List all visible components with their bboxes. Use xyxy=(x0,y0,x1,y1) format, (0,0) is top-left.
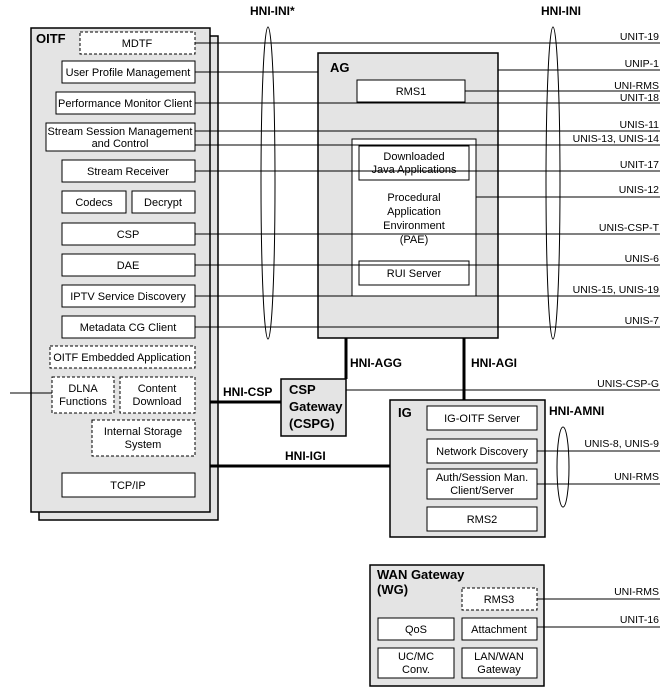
label-hni-ini-star: HNI-INI* xyxy=(250,4,295,18)
attachment-box xyxy=(461,617,538,641)
label-unis-12: UNIS-12 xyxy=(619,184,659,196)
hni-links xyxy=(210,338,466,468)
tcp-ip-box xyxy=(61,472,196,498)
ucmc-label-line2: Conv. xyxy=(402,664,430,676)
label-unis-csp-t: UNIS-CSP-T xyxy=(599,222,660,234)
label-unit-18: UNIT-18 xyxy=(620,92,659,104)
label-unis-13-14: UNIS-13, UNIS-14 xyxy=(573,133,660,145)
label-unis-6: UNIS-6 xyxy=(625,253,660,265)
stream-receiver-label: Stream Receiver xyxy=(87,166,169,178)
oitf-embedded-application-box xyxy=(49,345,196,369)
ag-title: AG xyxy=(330,60,350,75)
label-unip-1: UNIP-1 xyxy=(625,58,660,70)
label-hni-agg: HNI-AGG xyxy=(350,356,402,370)
interface-labels: UNIT-19 UNIP-1 UNI-RMS UNIT-18 UNIS-11 U… xyxy=(573,31,660,626)
dlna-functions-box xyxy=(51,376,115,414)
rms3-label: RMS3 xyxy=(484,594,515,606)
lanwan-gateway-box xyxy=(461,647,538,679)
internal-storage-label-line2: System xyxy=(125,439,162,451)
oitf-title: OITF xyxy=(36,31,66,46)
rui-server-label: RUI Server xyxy=(387,268,442,280)
label-unis-7: UNIS-7 xyxy=(625,315,660,327)
stream-session-label-line1: Stream Session Management xyxy=(48,126,193,138)
auth-session-label-line1: Auth/Session Man. xyxy=(436,472,528,484)
dlna-label-line1: DLNA xyxy=(68,383,98,395)
label-hni-csp: HNI-CSP xyxy=(223,385,272,399)
network-discovery-box xyxy=(426,438,538,464)
mdtf-label: MDTF xyxy=(122,38,153,50)
user-profile-management-label: User Profile Management xyxy=(66,67,191,79)
pae-label-line3: Environment xyxy=(383,220,445,232)
downloaded-java-box xyxy=(358,145,470,181)
label-unit-16: UNIT-16 xyxy=(620,614,659,626)
label-hni-igi: HNI-IGI xyxy=(285,449,326,463)
csp-label: CSP xyxy=(117,229,140,241)
cspg-label-line2: Gateway xyxy=(289,399,343,414)
ucmc-label-line1: UC/MC xyxy=(398,651,434,663)
pae-label-line1: Procedural xyxy=(387,192,440,204)
content-download-label-line2: Download xyxy=(133,396,182,408)
label-unit-19: UNIT-19 xyxy=(620,31,659,43)
lanwan-label-line1: LAN/WAN xyxy=(474,651,524,663)
ellipse-hni-ini-star xyxy=(260,26,276,340)
attachment-label: Attachment xyxy=(471,624,527,636)
label-unit-17: UNIT-17 xyxy=(620,159,659,171)
performance-monitor-client-label: Performance Monitor Client xyxy=(58,98,192,110)
decrypt-label: Decrypt xyxy=(144,197,182,209)
tcp-ip-label: TCP/IP xyxy=(110,480,145,492)
label-unis-11: UNIS-11 xyxy=(620,119,660,131)
label-unis-csp-g: UNIS-CSP-G xyxy=(597,378,659,390)
ellipse-hni-amni xyxy=(556,426,570,508)
lanwan-label-line2: Gateway xyxy=(477,664,521,676)
qos-box xyxy=(377,617,455,641)
stream-session-label-line2: and Control xyxy=(92,138,149,150)
oitf-embedded-application-label: OITF Embedded Application xyxy=(53,352,191,364)
label-uni-rms: UNI-RMS xyxy=(614,80,659,92)
metadata-cg-client-label: Metadata CG Client xyxy=(80,322,177,334)
qos-label: QoS xyxy=(405,624,427,636)
content-download-box xyxy=(119,376,196,414)
label-unis-15-19: UNIS-15, UNIS-19 xyxy=(573,284,660,296)
iptv-service-discovery-label: IPTV Service Discovery xyxy=(70,291,186,303)
label-hni-ini: HNI-INI xyxy=(541,4,581,18)
label-uni-rms-wg: UNI-RMS xyxy=(614,586,659,598)
label-uni-rms-ig: UNI-RMS xyxy=(614,471,659,483)
rms2-label: RMS2 xyxy=(467,514,498,526)
label-unis-8-9: UNIS-8, UNIS-9 xyxy=(584,438,659,450)
dae-label: DAE xyxy=(117,260,140,272)
content-download-label-line1: Content xyxy=(138,383,177,395)
csp-gateway-box xyxy=(280,378,347,437)
wg-title-line1: WAN Gateway xyxy=(377,567,465,582)
internal-storage-box xyxy=(91,419,196,457)
downloaded-java-label-line1: Downloaded xyxy=(383,151,444,163)
label-hni-agi: HNI-AGI xyxy=(471,356,517,370)
rms1-label: RMS1 xyxy=(396,86,427,98)
dlna-label-line2: Functions xyxy=(59,396,107,408)
decrypt-box xyxy=(131,190,196,214)
ucmc-conv-box xyxy=(377,647,455,679)
cspg-label-line3: (CSPG) xyxy=(289,416,335,431)
cspg-label-line1: CSP xyxy=(289,382,316,397)
ig-oitf-server-box xyxy=(426,405,538,431)
codecs-label: Codecs xyxy=(75,197,113,209)
downloaded-java-label-line2: Java Applications xyxy=(372,164,457,176)
auth-session-label-line2: Client/Server xyxy=(450,485,514,497)
stream-session-management-box xyxy=(45,122,196,152)
label-hni-amni: HNI-AMNI xyxy=(549,404,604,418)
codecs-box xyxy=(61,190,127,214)
wg-title-line2: (WG) xyxy=(377,582,408,597)
internal-storage-label-line1: Internal Storage xyxy=(104,426,182,438)
network-discovery-label: Network Discovery xyxy=(436,446,528,458)
ig-oitf-server-label: IG-OITF Server xyxy=(444,413,520,425)
ig-title: IG xyxy=(398,405,412,420)
ellipse-hni-ini xyxy=(545,26,561,340)
pae-label-line2: Application xyxy=(387,206,441,218)
rms2-box xyxy=(426,506,538,532)
pae-label-line4: (PAE) xyxy=(400,234,429,246)
